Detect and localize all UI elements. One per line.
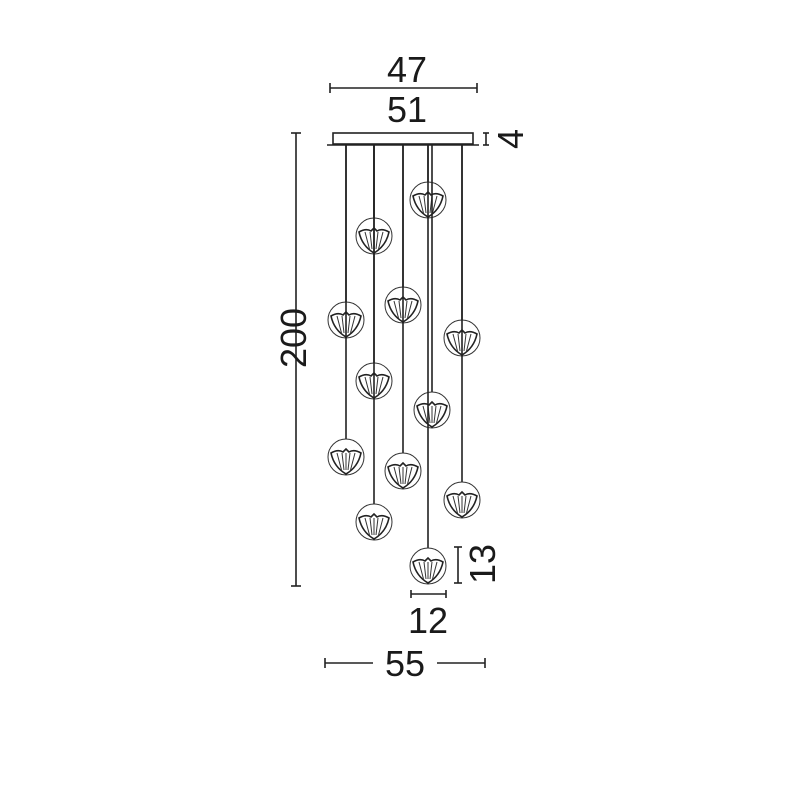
crystal-rib [404,300,408,319]
globe-pendant [443,145,481,519]
crystal-rib [369,376,373,395]
crystal-rib [407,300,413,319]
dimension-13: 13 [454,544,503,584]
crystal-rib [341,315,345,334]
crystal-rib [378,376,384,395]
globe-shade [355,503,393,541]
crystal-rib [350,452,356,471]
crystal-rib [378,231,384,250]
crystal-rib [398,466,402,485]
crystal-rib [398,300,402,319]
crystal-rib [432,561,438,580]
crystal-rib [457,333,461,352]
crystal-rib [364,231,370,250]
crystal-insert [412,556,444,584]
globe-shade [443,481,481,519]
label-total-height: 200 [273,308,314,368]
crystal-rib [375,376,379,395]
crystal-insert [412,190,444,218]
dimension-55: 55 [324,643,486,684]
crystal-rib [432,195,438,214]
crystal-rib [422,405,428,424]
crystal-rib [393,466,399,485]
crystal-rib [466,333,472,352]
dimension-4: 4 [483,129,531,149]
crystal-rib [375,231,379,250]
dimension-200: 200 [273,132,314,587]
crystal-insert [358,226,390,254]
globe-pendant [355,145,393,541]
crystal-rib [378,517,384,536]
crystal-rib [347,315,351,334]
globe-shade [327,438,365,476]
crystal-rib [364,517,370,536]
crystal-rib [347,452,351,471]
crystal-rib [369,517,373,536]
crystal-rib [375,517,379,536]
dimension-12: 12 [408,590,448,641]
globes [327,145,481,585]
crystal-rib [463,333,467,352]
crystal-rib [418,561,424,580]
crystal-insert [416,400,448,428]
crystal-insert [330,310,362,338]
crystal-rib [429,561,433,580]
label-globe-height: 13 [462,544,503,584]
crystal-rib [350,315,356,334]
label-overall-width: 55 [385,643,425,684]
crystal-insert [387,295,419,323]
globe-pendant [384,145,422,490]
globe-shade [413,391,451,429]
globe-shade [384,452,422,490]
globe-pendant [409,145,447,585]
label-canopy-inner-width: 47 [387,49,427,90]
crystal-insert [330,447,362,475]
globe-shade [409,547,447,585]
crystal-rib [336,452,342,471]
crystal-rib [457,495,461,514]
crystal-insert [387,461,419,489]
crystal-rib [452,333,458,352]
crystal-insert [358,512,390,540]
crystal-insert [446,490,478,518]
crystal-rib [423,561,427,580]
crystal-rib [418,195,424,214]
canopy [327,132,479,146]
label-canopy-height: 4 [490,129,531,149]
globe-pendant [413,145,451,429]
crystal-rib [452,495,458,514]
crystal-rib [364,376,370,395]
crystal-rib [466,495,472,514]
crystal-rib [463,495,467,514]
crystal-insert [446,328,478,356]
crystal-rib [436,405,442,424]
dimension-47: 47 [329,49,478,93]
crystal-rib [407,466,413,485]
crystal-rib [404,466,408,485]
crystal-rib [393,300,399,319]
label-globe-width: 12 [408,600,448,641]
crystal-insert [358,371,390,399]
globe-pendant [327,145,365,476]
label-canopy-width: 51 [387,89,427,130]
crystal-rib [369,231,373,250]
crystal-rib [336,315,342,334]
crystal-rib [341,452,345,471]
crystal-rib [423,195,427,214]
crystal-rib [433,405,437,424]
